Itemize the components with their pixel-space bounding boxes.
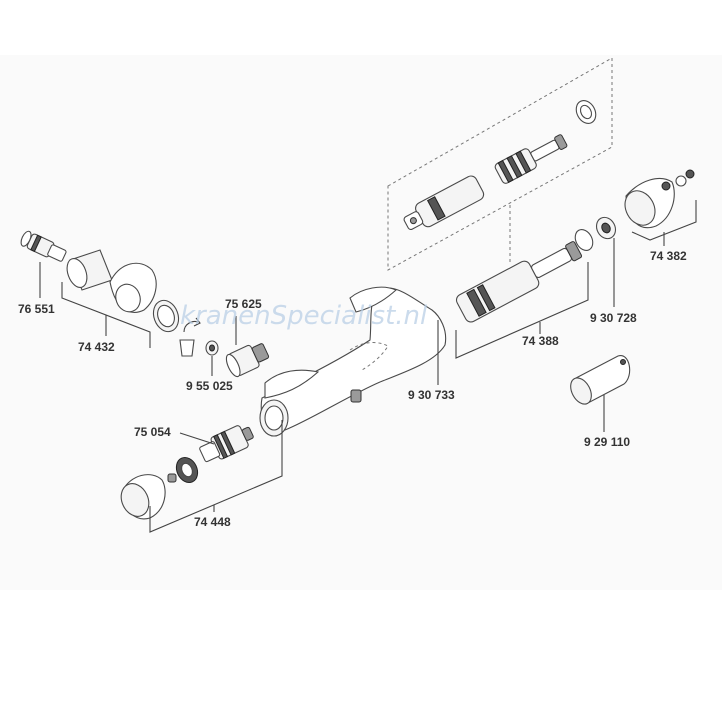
part-955025-tool (179, 317, 219, 357)
part-74382-handle (624, 169, 695, 229)
part-74448-cap (120, 474, 166, 520)
label-76551: 76 551 (18, 302, 55, 316)
detail-dashed-box (387, 57, 613, 271)
part-74388-cartridge (455, 241, 583, 323)
part-929110-sleeve (570, 355, 631, 405)
part-74432-cone (109, 262, 157, 313)
part-76551-connector (20, 230, 67, 262)
label-75054: 75 054 (134, 425, 171, 439)
part-74432-sleeve (66, 249, 113, 291)
label-74432: 74 432 (78, 340, 115, 354)
label-930728: 9 30 728 (590, 311, 637, 325)
part-75054-valve (199, 425, 254, 463)
part-74432-ring (152, 299, 180, 333)
part-75625-nut (225, 343, 270, 378)
label-75625: 75 625 (225, 297, 262, 311)
label-74448: 74 448 (194, 515, 231, 529)
label-74382: 74 382 (650, 249, 687, 263)
leader-lines (39, 200, 697, 533)
label-74388: 74 388 (522, 334, 559, 348)
part-74448-knob (167, 456, 199, 484)
detail-cartridge-assembly (403, 100, 597, 231)
watermark-text: kranenSpecialist.nl (180, 301, 428, 331)
diagram-background (0, 55, 722, 590)
part-930728-ring (574, 216, 617, 251)
label-955025: 9 55 025 (186, 379, 233, 393)
thermostat-body (259, 286, 447, 437)
label-930733: 9 30 733 (408, 388, 455, 402)
label-929110: 9 29 110 (584, 435, 630, 449)
